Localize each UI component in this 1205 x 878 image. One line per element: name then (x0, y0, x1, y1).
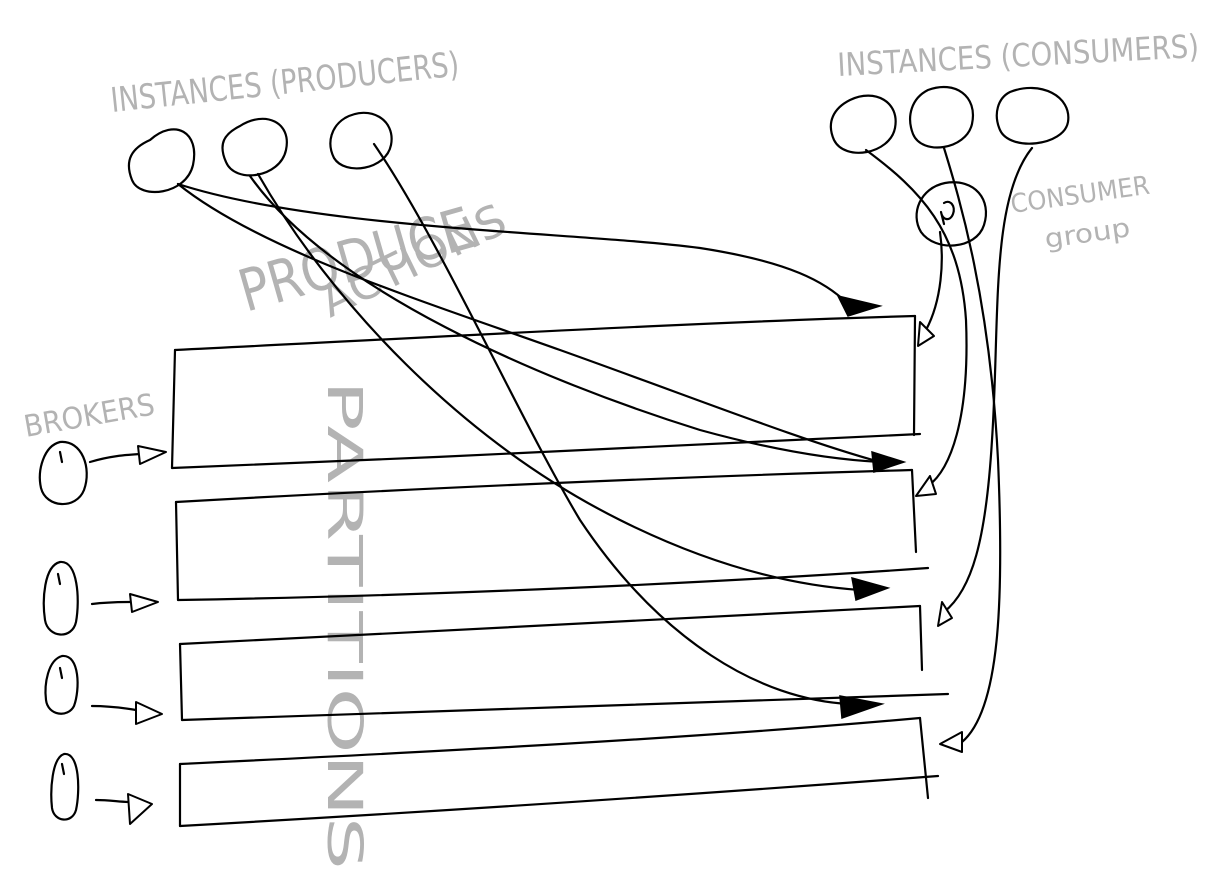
consumer-group-label-line1: CONSUMER (1009, 171, 1152, 220)
producer-instance-2[interactable] (221, 117, 288, 177)
consumers-label: INSTANCES (CONSUMERS) (836, 27, 1199, 84)
consumer-arrows (864, 146, 1034, 753)
consumer-instances (829, 85, 1070, 154)
producer-1-to-partition-1-arrow (176, 182, 850, 306)
consumer-group-to-partition-1-arrowhead (917, 321, 935, 347)
partition-2-left-edge (174, 500, 180, 602)
partition-2-top-edge (174, 468, 914, 504)
broker-1-tick (58, 450, 64, 464)
broker-3-tick (58, 666, 64, 680)
partition-1-top-edge (173, 314, 917, 352)
brokers-label-group: BROKERS (21, 387, 157, 444)
broker-3-arrowhead (135, 701, 163, 725)
broker-4-arrowhead (127, 793, 153, 825)
consumer-2-to-partition-4-arrow (942, 146, 1002, 744)
partition-3-bottom-edge (180, 692, 950, 722)
broker-2-circle (42, 560, 79, 636)
consumer-group-center-mark (939, 200, 955, 226)
partition-1[interactable] (170, 314, 922, 470)
consumer-1-to-partition-2-arrow (864, 148, 968, 488)
producer-2-to-partition-2-arrow (248, 174, 882, 464)
consumer-3-to-partition-3-arrow (942, 146, 1034, 614)
producer-instance-3[interactable] (329, 111, 393, 170)
partition-1-left-edge (170, 348, 177, 470)
partition-2-produce-arrowhead (871, 450, 907, 474)
producer-arrows (176, 142, 907, 720)
partition-4-bottom-edge (178, 774, 940, 828)
consumer-group-to-partition-1-arrow (924, 230, 943, 332)
broker-4-arrow-line (94, 798, 132, 804)
partition-1-right-edge (912, 314, 917, 437)
producer-instance-1[interactable] (127, 128, 196, 194)
producer-1-to-partition-2-arrow (176, 182, 882, 464)
partition-4-top-edge (178, 716, 922, 766)
producer-1-to-partition-1-arrowhead (836, 294, 883, 317)
consumer-group-label-group: CONSUMER group (1009, 171, 1152, 255)
producer-3-to-partition-4-arrow (372, 142, 852, 706)
partition-4-produce-arrowhead (839, 695, 885, 720)
producers-label-group: INSTANCES (PRODUCERS) (109, 45, 461, 121)
consumers-label-group: INSTANCES (CONSUMERS) (836, 27, 1199, 84)
brokers (38, 440, 167, 825)
consumer-instance-1[interactable] (829, 94, 897, 154)
broker-2-arrowhead (129, 593, 159, 613)
consumer-1-to-partition-2-arrowhead (915, 475, 937, 497)
consumer-group-label-line2: group (1043, 213, 1132, 255)
broker-4-tick (60, 762, 66, 776)
partition-3-right-edge (918, 604, 924, 672)
partition-2-bottom-edge (176, 566, 930, 602)
producer-2-to-partition-3-arrow (256, 172, 862, 592)
broker-1[interactable] (38, 440, 167, 506)
partition-3-left-edge (178, 642, 184, 722)
produce-actions-label-group: PRODUCE ACTIONS (231, 194, 514, 328)
broker-1-arrow-line (88, 452, 142, 464)
partitions-label: PARTITIONS (316, 380, 372, 870)
broker-3[interactable] (44, 654, 163, 725)
consumer-2-to-partition-4-arrowhead (939, 731, 963, 753)
consumer-instance-3[interactable] (995, 86, 1070, 145)
brokers-label: BROKERS (21, 387, 157, 444)
partition-2[interactable] (174, 468, 930, 602)
partitions (170, 314, 950, 828)
consumer-3-to-partition-3-arrowhead (937, 601, 953, 627)
broker-1-arrowhead (137, 445, 167, 465)
broker-2-arrow-line (90, 600, 134, 606)
broker-4-circle (50, 752, 80, 821)
consumer-instance-2[interactable] (909, 85, 975, 149)
broker-1-circle (38, 440, 88, 506)
producers-label: INSTANCES (PRODUCERS) (109, 45, 461, 121)
broker-3-circle (44, 654, 79, 715)
broker-2-tick (56, 572, 62, 586)
broker-2[interactable] (42, 560, 159, 636)
partitions-label-group: PARTITIONS (316, 380, 372, 870)
producer-instances (127, 111, 393, 194)
broker-4[interactable] (50, 752, 153, 825)
partition-2-right-edge (910, 468, 918, 554)
partition-1-bottom-edge (170, 432, 922, 470)
partition-3-produce-arrowhead (851, 576, 891, 602)
consumer-group-circle[interactable] (915, 181, 987, 247)
partition-3-top-edge (178, 604, 922, 646)
partition-4[interactable] (178, 716, 940, 828)
partition-4-right-edge (918, 716, 930, 800)
broker-3-arrow-line (90, 704, 138, 712)
